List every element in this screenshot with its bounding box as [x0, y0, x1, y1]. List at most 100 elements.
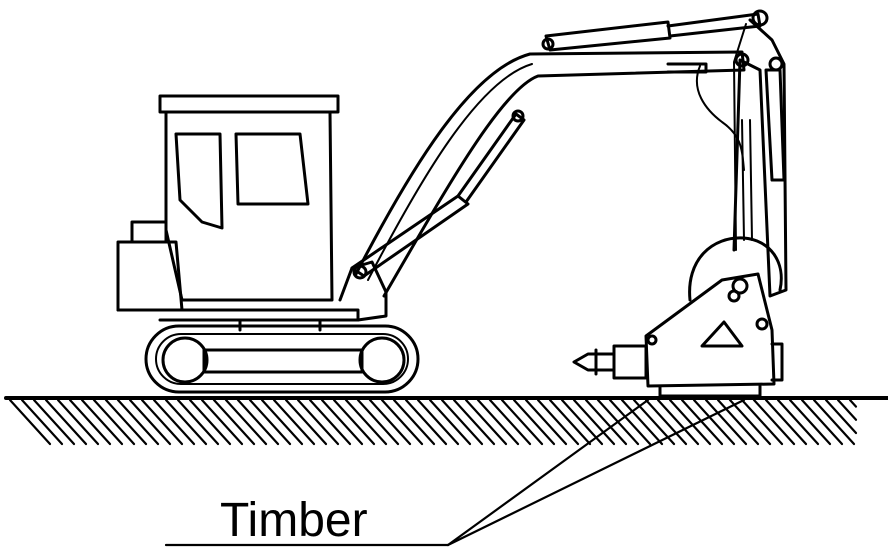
arm-link-pin — [768, 56, 784, 72]
hatch-mark — [848, 398, 858, 408]
hatch-mark — [56, 398, 100, 446]
boom-base-mount — [338, 260, 388, 322]
hatch-mark — [212, 398, 256, 446]
boom-cylinder-pin — [511, 109, 525, 123]
arm-cylinder — [544, 20, 672, 52]
breaker-pin-1 — [727, 289, 741, 303]
breaker-pivot — [731, 277, 749, 295]
callout-leader-2 — [446, 398, 746, 547]
track-frame — [202, 348, 364, 374]
breaker-front-housing — [612, 344, 648, 380]
hatch-mark — [392, 398, 436, 446]
arm-top-pin — [751, 9, 769, 27]
hatch-mark — [464, 398, 508, 446]
breaker-body — [644, 272, 776, 388]
hatch-mark — [836, 398, 858, 421]
breaker-side-plate — [770, 342, 784, 382]
hatch-mark — [284, 398, 328, 446]
hatch-mark — [188, 398, 232, 446]
hatch-mark — [152, 398, 196, 446]
boom — [354, 50, 746, 298]
hatch-mark — [428, 398, 472, 446]
hatch-mark — [680, 398, 724, 446]
hatch-mark — [536, 398, 580, 446]
hatch-mark — [116, 398, 160, 446]
hatch-mark — [80, 398, 124, 446]
hatch-mark — [104, 398, 148, 446]
hatch-mark — [716, 398, 760, 446]
arm-stick — [732, 18, 788, 298]
hatch-mark — [608, 398, 652, 446]
hatch-mark — [824, 398, 858, 435]
hatch-mark — [8, 398, 52, 446]
hatch-mark — [332, 398, 376, 446]
breaker-foot — [658, 384, 762, 398]
breaker-pin-2 — [755, 317, 769, 331]
hatch-mark — [236, 398, 280, 446]
hatch-mark — [800, 398, 844, 446]
hatch-mark — [176, 398, 220, 446]
hatch-mark — [512, 398, 556, 446]
hose-clamp — [666, 62, 708, 74]
hatch-mark — [260, 398, 304, 446]
hatch-mark — [44, 398, 88, 446]
hatch-mark — [572, 398, 616, 446]
cab-side-window — [174, 132, 224, 230]
hatch-mark — [620, 398, 664, 446]
callout-leader-1 — [446, 398, 650, 547]
ground-hatching — [8, 398, 858, 446]
hatch-mark — [296, 398, 340, 446]
hatch-mark — [644, 398, 688, 446]
hatch-mark — [668, 398, 712, 446]
hatch-mark — [476, 398, 520, 446]
timber-callout — [164, 398, 746, 547]
hatch-mark — [656, 398, 700, 446]
idler-wheel — [161, 336, 209, 384]
hatch-mark — [200, 398, 244, 446]
hatch-mark — [128, 398, 172, 446]
boom-inner-edge — [367, 63, 533, 281]
hatch-mark — [548, 398, 592, 446]
breaker-pin-3 — [646, 334, 658, 346]
hydraulic-breaker — [572, 272, 784, 398]
hatch-mark — [140, 398, 184, 446]
hose-lines — [741, 119, 753, 241]
hatch-mark — [92, 398, 136, 446]
boom-arm-pin — [734, 52, 750, 68]
hatch-mark — [164, 398, 208, 446]
chisel — [572, 352, 616, 372]
hatch-mark — [368, 398, 412, 446]
hatch-mark — [812, 398, 856, 446]
excavator — [116, 9, 788, 394]
crawler-track — [144, 324, 420, 394]
hatch-mark — [500, 398, 544, 446]
hatch-mark — [560, 398, 604, 446]
hatch-mark — [704, 398, 748, 446]
arm-stick-back — [733, 23, 747, 251]
boom-cylinder-rod — [456, 112, 526, 204]
hatch-mark — [776, 398, 820, 446]
arm-cylinder-pin — [541, 37, 555, 51]
hatch-mark — [452, 398, 496, 446]
cab-roof — [158, 94, 340, 114]
callout-label: Timber — [220, 494, 368, 547]
hatch-mark — [584, 398, 628, 446]
boom-pivot — [352, 264, 368, 280]
hatch-mark — [788, 398, 832, 446]
hatch-mark — [380, 398, 424, 446]
hatch-mark — [440, 398, 484, 446]
hatch-mark — [752, 398, 796, 446]
hatch-mark — [728, 398, 772, 446]
hatch-mark — [272, 398, 316, 446]
sprocket-wheel — [358, 336, 406, 384]
hatch-mark — [20, 398, 64, 446]
hatch-mark — [404, 398, 448, 446]
cab-front-window — [234, 132, 310, 206]
hatch-mark — [68, 398, 112, 446]
hatch-mark — [416, 398, 460, 446]
cab-body — [164, 110, 334, 302]
upper-frame — [116, 308, 360, 322]
hatch-mark — [740, 398, 784, 446]
